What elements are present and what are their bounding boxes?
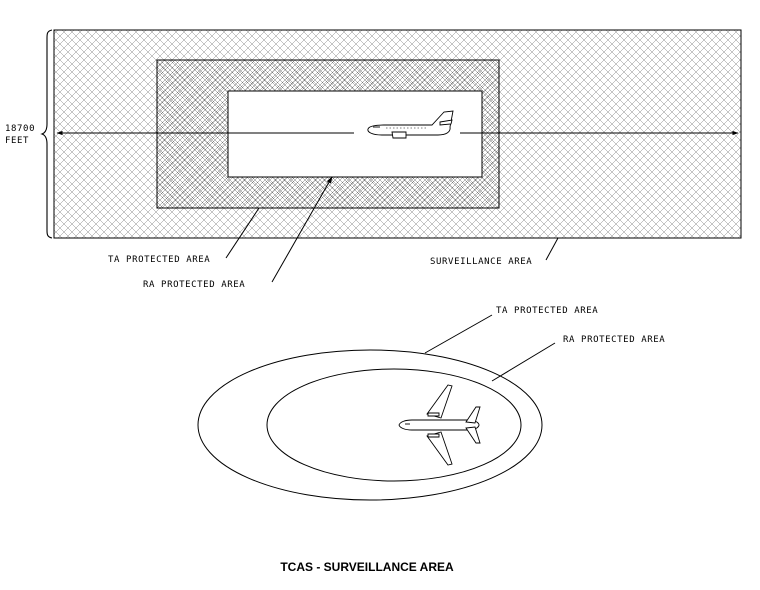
plan-ta-leader-line xyxy=(424,314,493,354)
height-dimension-bracket xyxy=(40,29,53,239)
figure-caption: TCAS - SURVEILLANCE AREA xyxy=(280,560,454,574)
ra-protected-area-ellipse xyxy=(266,368,522,482)
side-view: 18700 FEET TA PROTECTED AREA RA PROTECTE… xyxy=(5,29,742,290)
surveillance-leader-line xyxy=(545,237,559,261)
dimension-value: 18700 xyxy=(5,124,35,134)
plan-ra-protected-area-label: RA PROTECTED AREA xyxy=(563,335,665,345)
airplane-side-icon xyxy=(367,110,454,139)
plan-ra-leader-line xyxy=(491,342,556,382)
ta-protected-area-label: TA PROTECTED AREA xyxy=(108,255,210,265)
plan-ta-protected-area-label: TA PROTECTED AREA xyxy=(496,306,598,316)
ta-leader-line xyxy=(225,207,260,259)
ra-protected-area-label: RA PROTECTED AREA xyxy=(143,280,245,290)
plan-view: TA PROTECTED AREA RA PROTECTED AREA xyxy=(197,306,665,501)
surveillance-area-label: SURVEILLANCE AREA xyxy=(430,257,532,267)
airplane-top-icon xyxy=(398,384,481,466)
ra-leader-line xyxy=(271,176,333,283)
dimension-unit: FEET xyxy=(5,136,29,146)
